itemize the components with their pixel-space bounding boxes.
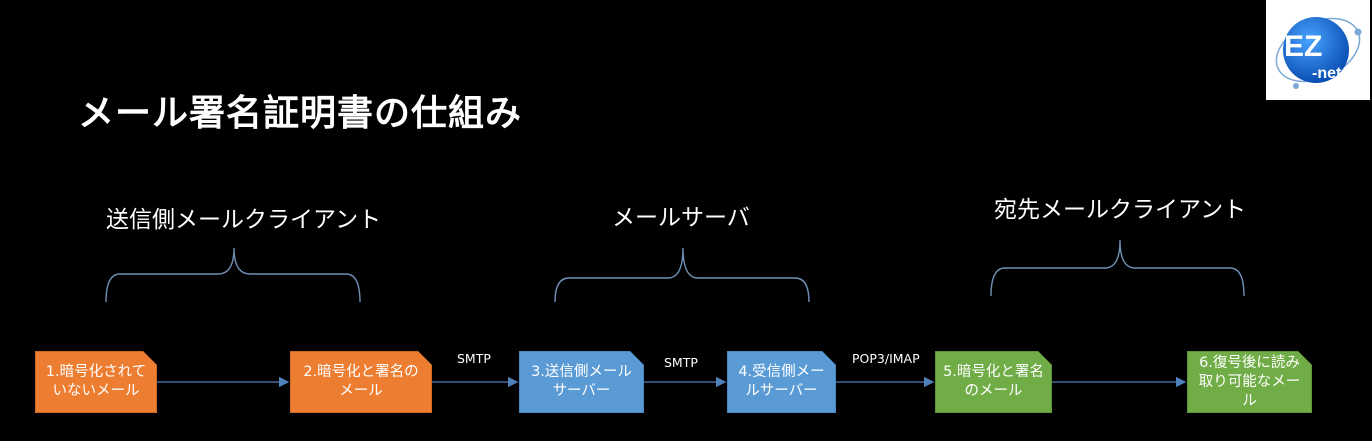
step-4-box: 4.受信側メールサーバー (727, 351, 836, 413)
brace-sender (105, 247, 361, 303)
logo-main-text: EZ (1284, 30, 1322, 63)
brace-server (554, 247, 810, 303)
step-3-box: 3.送信側メールサーバー (519, 351, 644, 413)
group-label-sender: 送信側メールクライアント (106, 207, 382, 233)
protocol-label-smtp-2: SMTP (664, 355, 698, 370)
logo-sub-text: -net (1312, 65, 1342, 82)
step-2-box: 2.暗号化と署名のメール (290, 351, 432, 413)
protocol-label-smtp-1: SMTP (457, 351, 491, 366)
ez-net-logo: EZ -net (1266, 0, 1370, 100)
step-6-box: 6.復号後に読み取り可能なメール (1187, 351, 1312, 413)
protocol-label-pop3-imap: POP3/IMAP (852, 351, 920, 366)
page-title: メール署名証明書の仕組み (78, 93, 523, 134)
step-5-box: 5.暗号化と署名のメール (935, 351, 1052, 413)
step-1-box: 1.暗号化されていないメール (35, 351, 157, 413)
group-label-recipient: 宛先メールクライアント (994, 197, 1247, 223)
brace-recipient (990, 239, 1245, 297)
group-label-server: メールサーバ (612, 205, 750, 231)
